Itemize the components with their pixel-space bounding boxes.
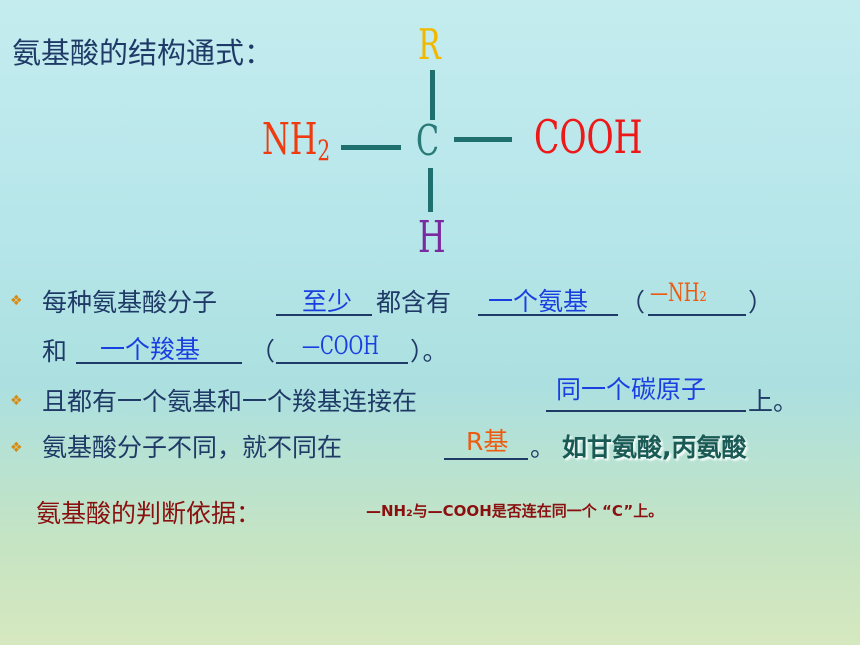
page-title: 氨基酸的结构通式： xyxy=(12,36,274,70)
line1-blank-2 xyxy=(478,314,618,316)
diamond-bullet-icon: ❖ xyxy=(10,293,23,309)
line4-answer: R基 xyxy=(466,427,509,456)
line2-text-a: 和 xyxy=(42,337,68,366)
line2-blank-2 xyxy=(276,362,408,364)
line1-answer-1: 至少 xyxy=(302,287,353,316)
amino-group-label: NH2 xyxy=(262,114,330,167)
line1-paren-close: ） xyxy=(748,288,774,317)
bond-c-h xyxy=(428,168,433,212)
central-carbon-label: C xyxy=(416,116,440,165)
line3-answer: 同一个碳原子 xyxy=(556,375,707,404)
line2-blank-1 xyxy=(76,362,242,364)
amino-nh-text: NH xyxy=(262,114,318,165)
line1-answer-2: 一个氨基 xyxy=(488,287,589,316)
line3-text-b: 上。 xyxy=(748,387,799,416)
line3-text-a: 且都有一个氨基和一个羧基连接在 xyxy=(42,387,418,416)
line2-paren-close: ）。 xyxy=(410,337,448,366)
line4-text-b: 。 xyxy=(530,433,556,462)
line1-text-b: 都含有 xyxy=(376,288,452,317)
line4-examples: 如甘氨酸,丙氨酸 xyxy=(562,433,747,462)
bond-c-cooh xyxy=(454,137,512,142)
amino-subscript: 2 xyxy=(317,134,331,167)
line2-answer-2: —COOH xyxy=(302,331,379,360)
r-group-label: R xyxy=(418,20,441,69)
line4-text-a: 氨基酸分子不同，就不同在 xyxy=(42,433,343,462)
diamond-bullet-icon: ❖ xyxy=(10,393,23,409)
line1-paren-open: （ xyxy=(620,288,646,317)
carboxyl-group-label: COOH xyxy=(534,110,643,164)
line1-blank-1 xyxy=(276,314,372,316)
line2-paren-open: （ xyxy=(250,337,276,366)
criteria-label: 氨基酸的判断依据： xyxy=(36,499,262,528)
line2-answer-1: 一个羧基 xyxy=(100,335,201,364)
bond-nh2-c xyxy=(341,145,401,150)
criteria-text: —NH₂与—COOH是否连在同一个 “C”上。 xyxy=(366,502,664,520)
line1-blank-3 xyxy=(648,314,746,316)
line1-answer-3: —NH₂ xyxy=(650,278,707,307)
hydrogen-label: H xyxy=(418,212,446,263)
diamond-bullet-icon: ❖ xyxy=(10,440,23,456)
bond-r-c xyxy=(430,70,435,120)
line4-blank xyxy=(444,458,528,460)
line1-text-a: 每种氨基酸分子 xyxy=(42,288,218,317)
line3-blank xyxy=(546,410,746,412)
